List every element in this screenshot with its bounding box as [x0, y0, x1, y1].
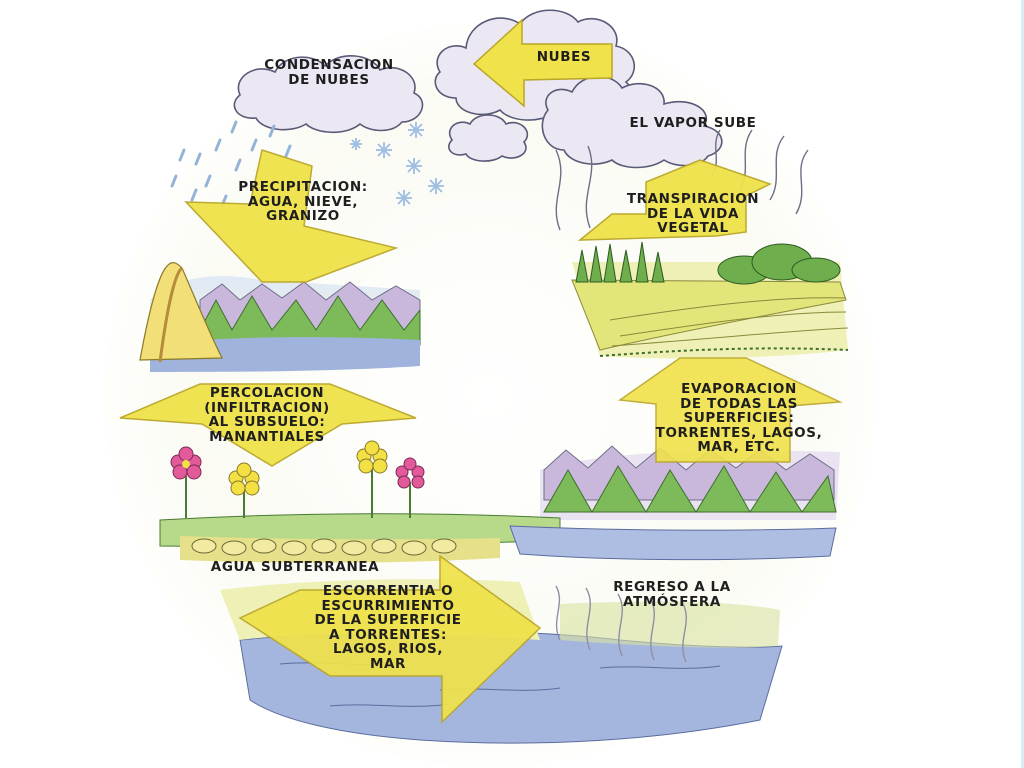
label-vapor-sube: EL VAPOR SUBE [629, 115, 757, 131]
left-landscape [139, 262, 421, 372]
right-field-landscape [571, 241, 849, 359]
ground-strip [159, 513, 561, 563]
cloud-small [448, 114, 529, 162]
label-nubes: NUBES [536, 49, 592, 65]
arrow-nubes [472, 18, 613, 108]
snowflakes [350, 122, 444, 206]
rain-drops [170, 120, 292, 208]
label-agua-subterranea: AGUA SUBTERRANEA [210, 559, 380, 575]
label-precipitacion: PRECIPITACION: AGUA, NIEVE, GRANIZO [238, 179, 368, 224]
label-condensacion: CONDENSACION DE NUBES [264, 57, 394, 88]
flowers [170, 440, 425, 518]
label-percolacion: PERCOLACION (INFILTRACION) AL SUBSUELO: … [204, 385, 330, 445]
cloud-condensacion [233, 55, 424, 134]
arrow-precipitacion [184, 149, 399, 283]
right-edge-strip [1021, 0, 1024, 768]
regreso-wisps [555, 585, 687, 663]
arrow-escorrentia [238, 554, 542, 724]
label-evaporacion: EVAPORACION DE TODAS LAS SUPERFICIES: TO… [655, 381, 823, 455]
arrow-percolacion [119, 383, 417, 467]
arrow-transpiracion [577, 159, 772, 241]
label-escorrentia: ESCORRENTIA O ESCURRIMIENTO DE LA SUPERF… [314, 583, 462, 672]
label-regreso: REGRESO A LA ATMÓSFERA [613, 579, 731, 610]
label-transpiracion: TRANSPIRACION DE LA VIDA VEGETAL [626, 191, 760, 236]
arrow-evaporacion [617, 357, 843, 463]
